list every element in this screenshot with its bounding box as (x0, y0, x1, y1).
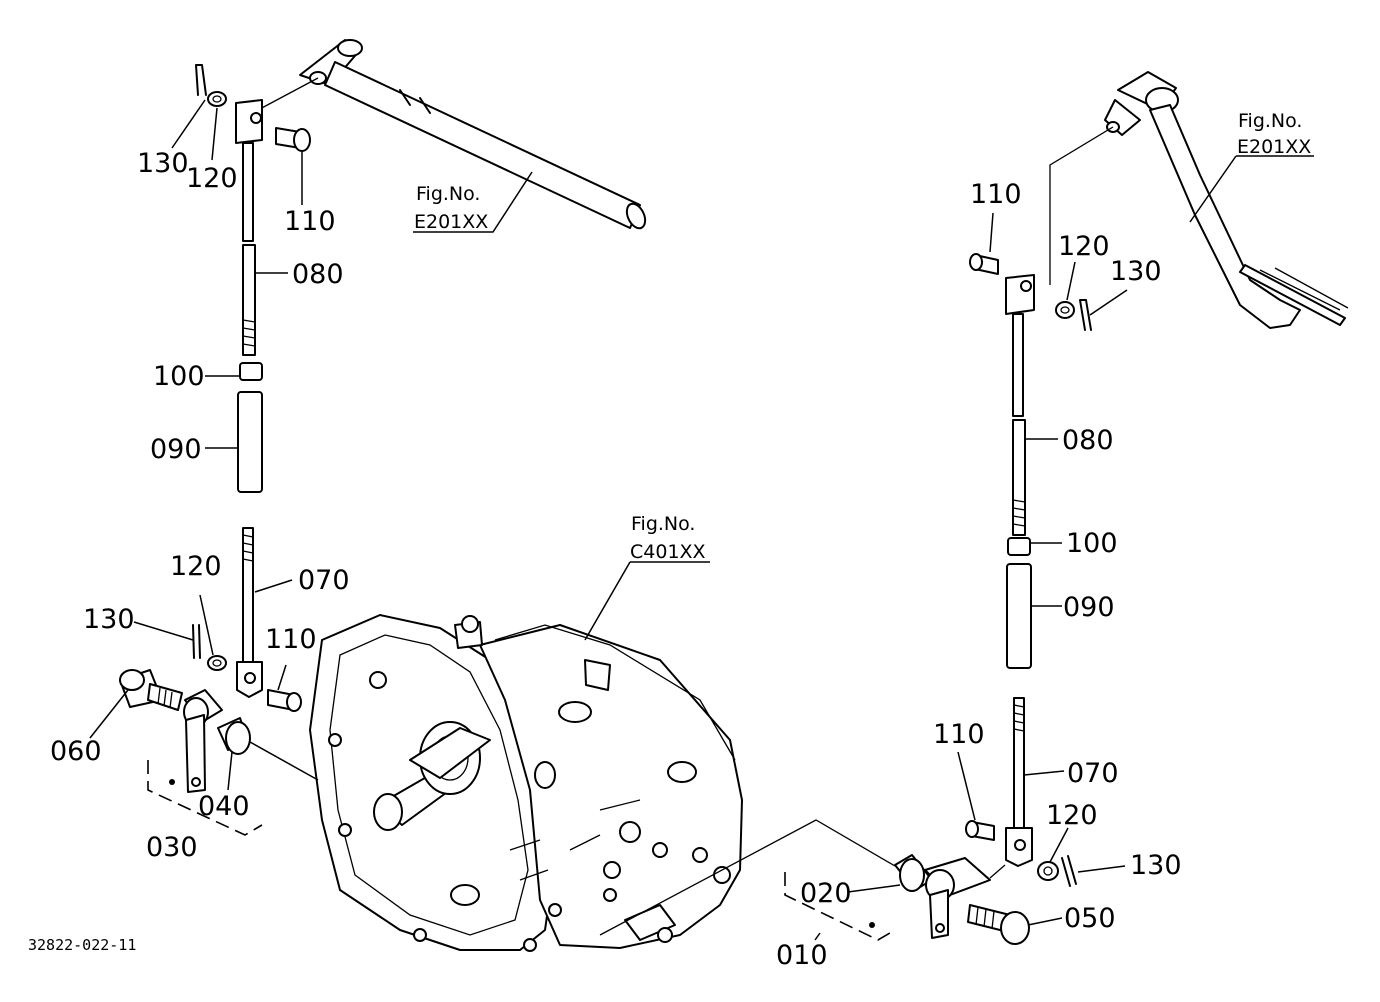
callout-120: 120 (170, 551, 222, 582)
figure-references: Fig.No. E201XX Fig.No. E201XX Fig.No. C4… (414, 110, 1311, 563)
callout-110: 110 (265, 624, 317, 655)
drawing-number: 32822-022-11 (28, 936, 136, 954)
callout-100: 100 (1066, 528, 1118, 559)
callout-010: 010 (776, 940, 828, 971)
fig-ref-label: Fig.No. (416, 183, 480, 205)
callout-130: 130 (137, 148, 189, 179)
callout-120: 120 (1058, 231, 1110, 262)
callout-090: 090 (1063, 592, 1115, 623)
pedal-shaft-left (257, 39, 647, 230)
fig-ref-code: E201XX (414, 211, 488, 233)
callout-110: 110 (933, 719, 985, 750)
callout-100: 100 (153, 361, 205, 392)
callout-050: 050 (1064, 903, 1116, 934)
pedal-right (1049, 71, 1349, 329)
right-rod-assembly (965, 253, 1092, 887)
callout-020: 020 (800, 878, 852, 909)
callout-120: 120 (186, 163, 238, 194)
transmission-case (309, 614, 743, 952)
callout-070: 070 (298, 565, 350, 596)
left-rod-assembly (192, 64, 311, 712)
callout-110: 110 (284, 206, 336, 237)
callout-130: 130 (1130, 850, 1182, 881)
callout-110: 110 (970, 179, 1022, 210)
callout-040: 040 (198, 791, 250, 822)
fig-ref-code: E201XX (1237, 136, 1311, 158)
callout-130: 130 (1110, 256, 1162, 287)
fig-ref-label: Fig.No. (1238, 110, 1302, 132)
lever-assembly-left (119, 669, 263, 836)
callout-090: 090 (150, 434, 202, 465)
callout-080: 080 (1062, 425, 1114, 456)
fig-ref-label: Fig.No. (631, 513, 695, 535)
part-callouts: 130 120 110 080 100 090 070 120 130 110 … (50, 148, 1182, 971)
callout-070: 070 (1067, 758, 1119, 789)
lever-assembly-right (784, 854, 1030, 945)
leader-lines (89, 99, 1314, 941)
callout-080: 080 (292, 259, 344, 290)
callout-060: 060 (50, 736, 102, 767)
callout-120: 120 (1046, 800, 1098, 831)
fig-ref-code: C401XX (630, 541, 706, 563)
callout-030: 030 (146, 832, 198, 863)
callout-130: 130 (83, 604, 135, 635)
